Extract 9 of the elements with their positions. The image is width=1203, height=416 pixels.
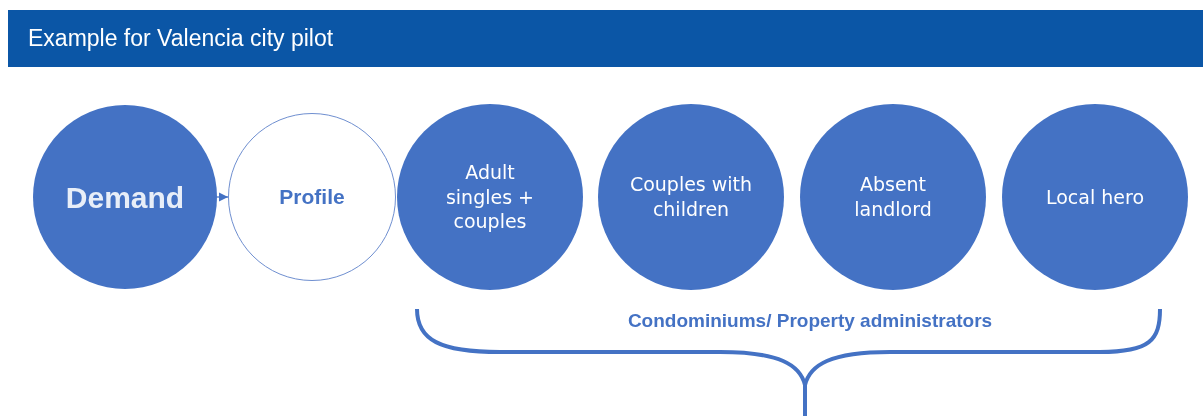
node-label: Demand: [65, 179, 185, 216]
node-label: Local hero: [1045, 184, 1144, 210]
node-label: Couples with children: [628, 172, 754, 222]
arrow: [216, 192, 229, 202]
title-banner: Example for Valencia city pilot: [8, 10, 1203, 67]
node-label: Profile: [279, 184, 345, 211]
node-label: Absent landlord: [853, 172, 933, 222]
brace-label: Condominiums/ Property administrators: [626, 310, 994, 332]
node-label: Adult singles + couples: [444, 159, 536, 235]
